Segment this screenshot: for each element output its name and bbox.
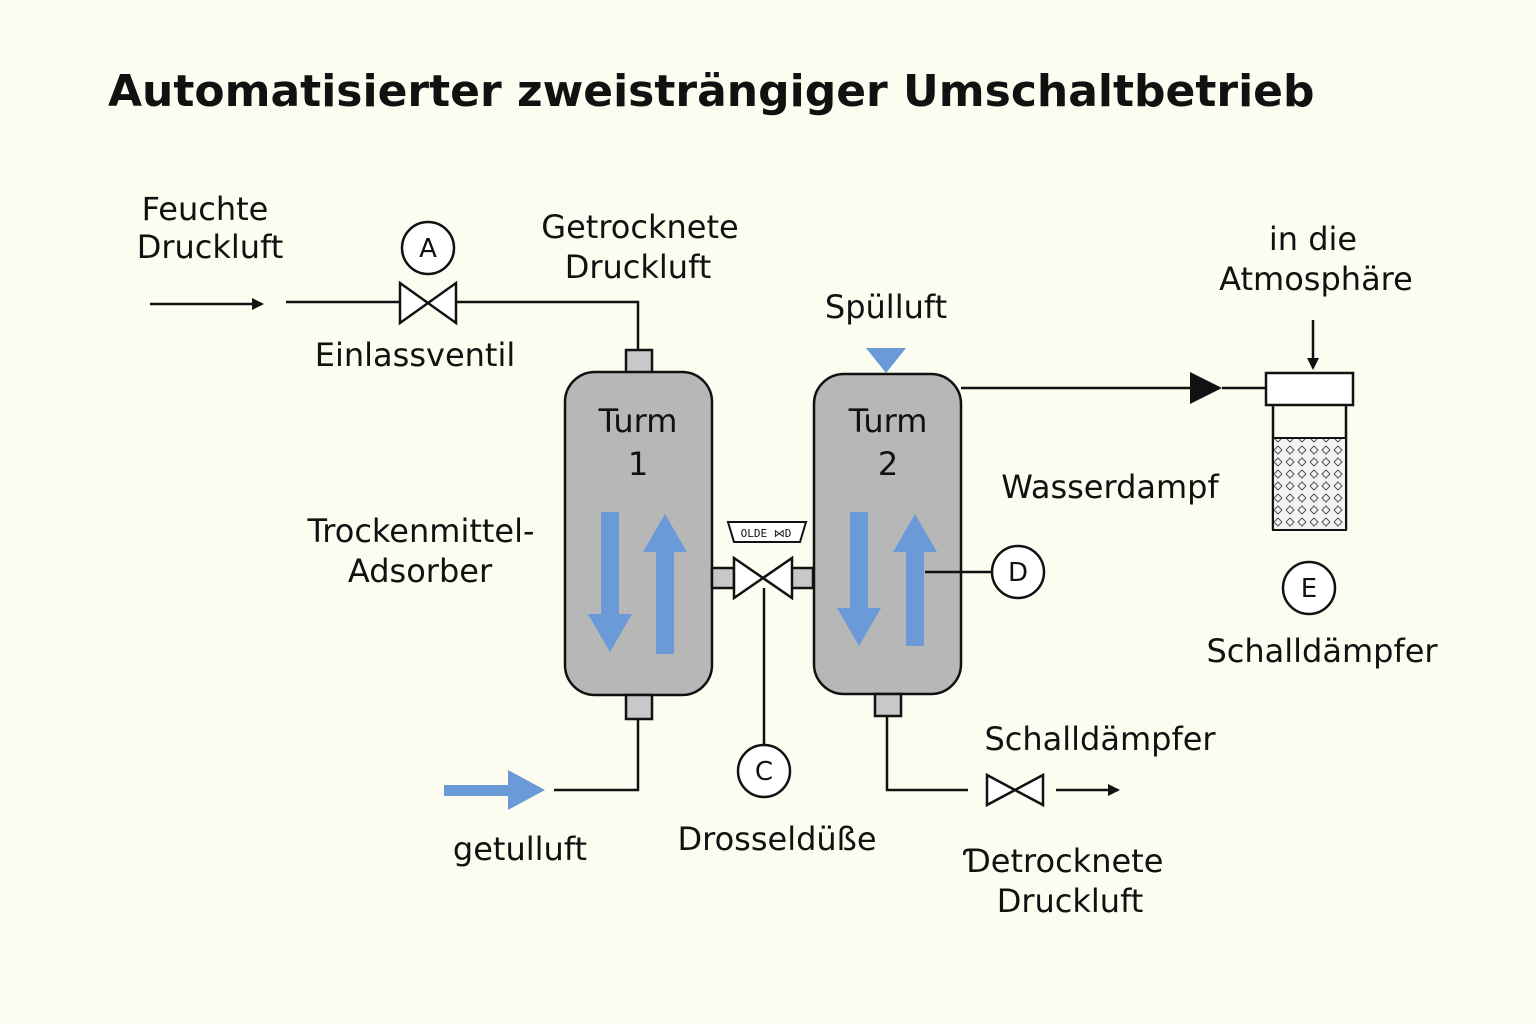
marker-e: E — [1301, 574, 1317, 604]
crossover-valve-icon[interactable] — [732, 555, 794, 601]
tower1-up-arrow-icon — [643, 514, 687, 654]
page-title: Automatisierter zweisträngiger Umschaltb… — [108, 66, 1315, 117]
valve-tag-icon — [726, 521, 808, 543]
tower2-bottom-pipe — [885, 716, 968, 792]
orifice-label: Drosseldüße — [677, 820, 876, 858]
silencer-bottom-label: Schalldämpfer — [984, 720, 1216, 758]
tower1-label-1: Turm — [598, 402, 678, 440]
bottom-inlet-arrow-icon — [444, 770, 545, 810]
wet-air-label-2: Druckluft — [137, 228, 284, 266]
crossover-port-left — [710, 566, 736, 590]
tower2-up-arrow-icon — [893, 514, 937, 646]
marker-d: D — [1008, 558, 1028, 588]
tower2-bottom-port — [873, 692, 903, 718]
dried-air-top-label-1: Getrocknete — [541, 208, 738, 246]
marker-a-circle — [400, 220, 456, 276]
atmosphere-label-1: in die — [1269, 220, 1357, 258]
tower2-down-arrow-icon — [837, 512, 881, 646]
bottom-valve-icon[interactable] — [985, 772, 1045, 808]
purge-air-label: Spülluft — [825, 288, 947, 326]
purge-air-icon — [866, 348, 906, 373]
inlet-pipe-right — [456, 300, 640, 350]
desiccant-label-2: Adsorber — [348, 552, 493, 590]
dried-air-top-label-2: Druckluft — [565, 248, 712, 286]
atmosphere-label-2: Atmosphäre — [1219, 260, 1413, 298]
desiccant-label-1: Trockenmittel- — [306, 512, 534, 550]
tower1-bottom-port — [624, 693, 654, 721]
tower2-label-1: Turm — [848, 402, 928, 440]
tower2-label-2: 2 — [878, 445, 898, 483]
marker-c-circle — [736, 743, 792, 799]
marker-a: A — [419, 234, 437, 264]
tower1-top-port — [624, 348, 654, 376]
valve-tag-label: OLDE ⋈D — [741, 527, 792, 540]
water-vapor-label: Wasserdampf — [1001, 468, 1219, 506]
dried-air-bottom-label-1: Ɗetrocknete — [963, 842, 1164, 880]
marker-c: C — [755, 757, 773, 787]
marker-e-circle — [1281, 560, 1337, 616]
wet-air-label-1: Feuchte — [142, 190, 269, 228]
silencer-right-label: Schalldämpfer — [1206, 632, 1438, 670]
tower1-label-2: 1 — [628, 445, 648, 483]
marker-d-circle — [990, 544, 1046, 600]
silencer-icon[interactable] — [1264, 371, 1355, 531]
inlet-valve-icon[interactable] — [398, 280, 458, 326]
tower1-bottom-pipe — [554, 719, 640, 792]
tower1-down-arrow-icon — [588, 512, 632, 652]
exhaust-arrow-icon — [1190, 372, 1222, 404]
dried-air-bottom-label-2: Druckluft — [997, 882, 1144, 920]
crossover-port-right — [789, 566, 815, 590]
bottom-inlet-label: getulluft — [453, 830, 587, 868]
inlet-valve-label: Einlassventil — [315, 336, 515, 374]
